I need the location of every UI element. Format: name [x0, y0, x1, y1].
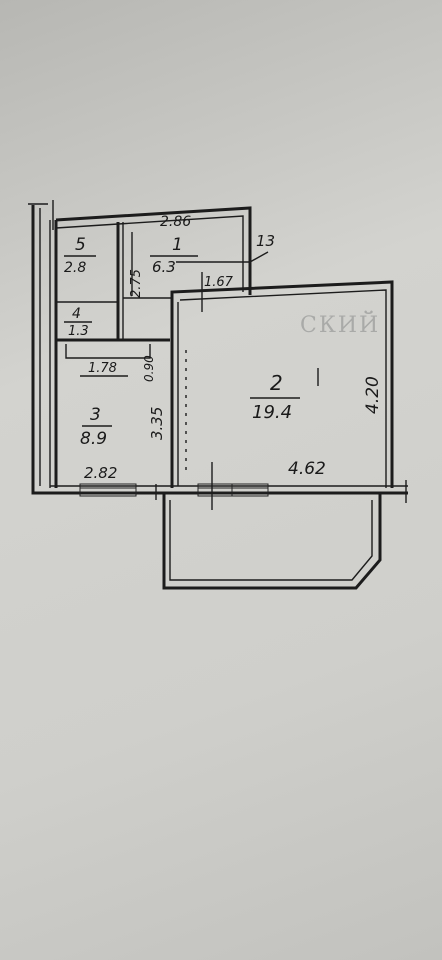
room3-number: 3	[90, 405, 101, 425]
room2-outer-wall-inner	[179, 289, 387, 488]
window-room2	[197, 483, 269, 497]
ghost-text: СКИЙ	[300, 310, 380, 338]
dim-room2-depth: 4.20	[363, 376, 383, 414]
dim-callout: 13	[256, 232, 275, 250]
room4-area: 1.3	[68, 324, 89, 339]
balcony-outline	[162, 493, 382, 590]
window-room3	[79, 483, 137, 497]
room2-area: 19.4	[252, 402, 292, 423]
room2-outer-wall	[170, 280, 394, 488]
room4-number: 4	[72, 306, 81, 322]
dim-room3-width: 2.82	[84, 464, 117, 482]
hall-niche	[65, 344, 151, 359]
room1-area: 6.3	[152, 258, 176, 276]
balcony-inner	[169, 500, 373, 581]
dim-room1-depth: 2.75	[129, 269, 144, 298]
room5-number: 5	[75, 235, 86, 255]
leader-13	[176, 251, 269, 263]
room5-area: 2.8	[64, 260, 86, 276]
dim-room3-depth: 3.35	[148, 407, 166, 440]
dim-room1-width: 2.86	[160, 214, 191, 230]
room2-number: 2	[270, 371, 283, 395]
dim-room2-width: 4.62	[288, 459, 326, 479]
dim-passage-width: 1.67	[204, 275, 234, 290]
dim-hall-width: 1.78	[88, 361, 117, 376]
room3-area: 8.9	[80, 429, 107, 449]
dim-hall-depth: 0.90	[142, 355, 156, 382]
room1-number: 1	[172, 235, 183, 255]
top-wall	[55, 206, 252, 295]
